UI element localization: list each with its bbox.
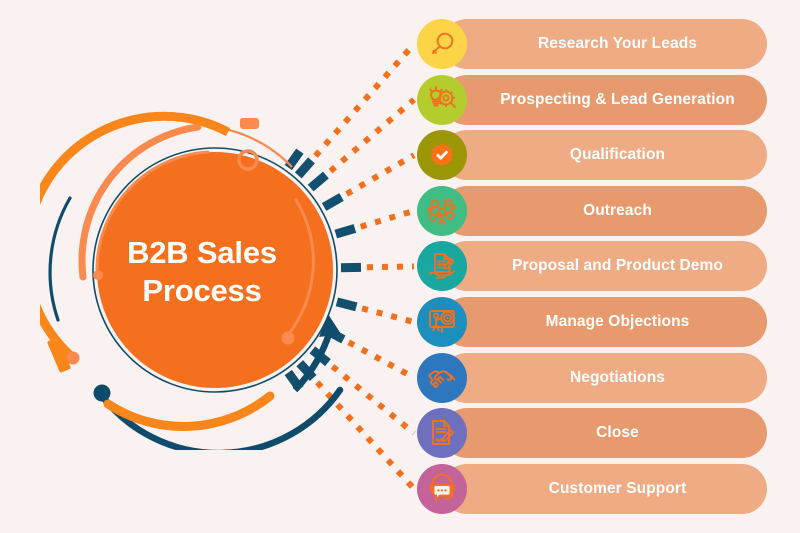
step-icon-badge[interactable] xyxy=(417,352,467,403)
lightbulb-gear-search-icon-glyph xyxy=(429,85,456,108)
headset-chat-icon-glyph xyxy=(429,473,455,502)
step-pill[interactable]: Prospecting & Lead Generation xyxy=(442,74,767,125)
step-pill[interactable]: Customer Support xyxy=(442,463,767,514)
document-hand-icon-glyph xyxy=(429,253,456,280)
step-pill[interactable]: Close xyxy=(442,408,767,459)
step-pill[interactable]: Qualification xyxy=(442,130,767,181)
magnifier-icon-glyph xyxy=(432,32,454,54)
step-icon-badge[interactable] xyxy=(417,408,467,459)
step-label: Manage Objections xyxy=(545,313,690,330)
contract-sign-icon-glyph xyxy=(432,420,455,446)
step-icon-badge[interactable] xyxy=(417,463,467,514)
step-label: Negotiations xyxy=(569,368,666,386)
step-pill[interactable]: Proposal and Product Demo xyxy=(442,241,767,292)
step-icon-badge[interactable] xyxy=(417,185,467,236)
check-badge-icon-glyph xyxy=(430,143,454,167)
step-icon-badge[interactable] xyxy=(417,130,467,181)
step-icon-badge[interactable] xyxy=(417,74,467,125)
step-pill[interactable]: Outreach xyxy=(442,185,767,236)
step-label: Prospecting & Lead Generation xyxy=(500,90,735,108)
step-icon-badge[interactable] xyxy=(417,241,467,292)
step-pill[interactable]: Negotiations xyxy=(442,352,767,403)
step-pill[interactable]: Research Your Leads xyxy=(442,19,767,69)
presenter-target-icon-glyph xyxy=(429,310,455,333)
step-label: Customer Support xyxy=(548,479,687,497)
step-label: Outreach xyxy=(583,201,652,219)
step-label: Research Your Leads xyxy=(538,35,697,52)
handshake-icon-glyph xyxy=(428,369,456,388)
step-label: Proposal and Product Demo xyxy=(512,257,723,275)
step-pill[interactable]: Manage Objections xyxy=(442,297,767,347)
step-label: Qualification xyxy=(569,146,666,164)
network-people-icon-glyph xyxy=(427,198,456,225)
step-icon-badge[interactable] xyxy=(417,19,467,69)
step-icon-badge[interactable] xyxy=(417,297,467,347)
step-label: Close xyxy=(596,424,639,442)
